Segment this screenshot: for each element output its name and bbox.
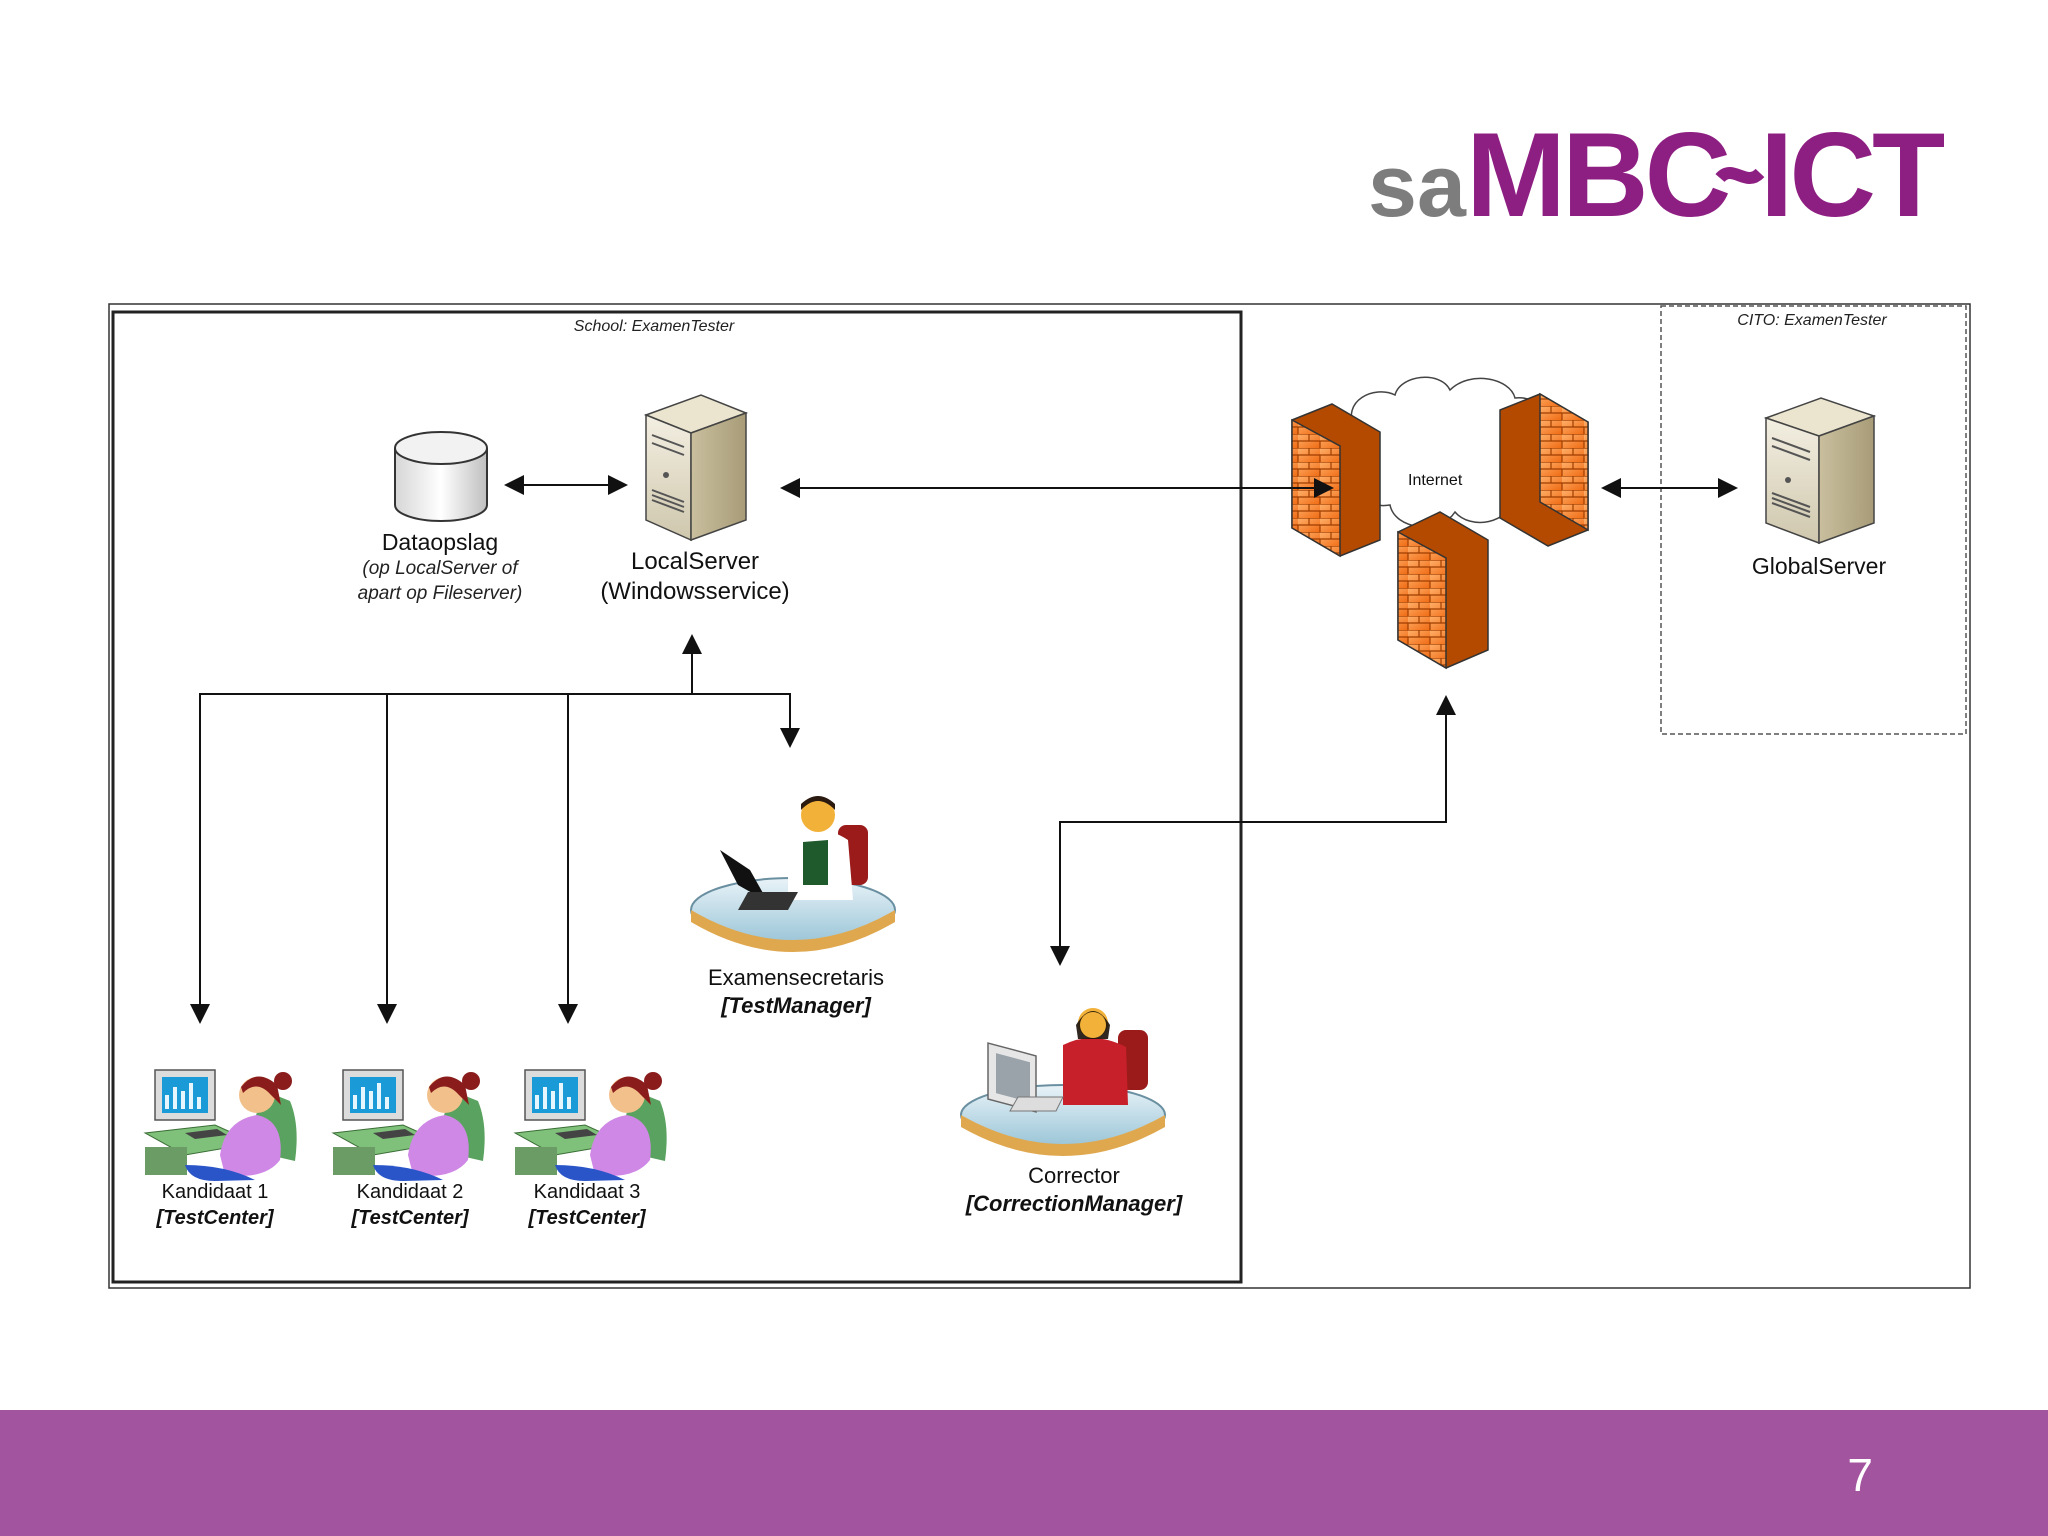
logo-prefix: sa [1368, 136, 1467, 232]
kandidaat1-label-group: Kandidaat 1 [TestCenter] [156, 1180, 273, 1232]
kandidaat-role: [TestCenter] [156, 1207, 274, 1229]
outer-frame [108, 303, 1971, 1289]
dataopslag-label-group: Dataopslag (op LocalServer of apart op F… [358, 528, 523, 606]
firewall-icon [1397, 511, 1489, 670]
corrector-label-group: Corrector [CorrectionManager] [966, 1162, 1182, 1217]
globalserver-label: GlobalServer [1751, 553, 1887, 579]
kandidaat-label: Kandidaat 2 [356, 1181, 464, 1203]
samboict-logo: sa MBC ICT [1368, 108, 1944, 232]
examensecretaris-label: Examensecretaris [707, 965, 885, 990]
database-icon [394, 431, 488, 522]
kandidaat-role: [TestCenter] [351, 1207, 469, 1229]
corrector-role: [CorrectionManager] [965, 1191, 1183, 1216]
logo-brand: MBC [1466, 108, 1729, 232]
dataopslag-sub2: apart op Fileserver) [357, 583, 523, 604]
corrector-label: Corrector [1028, 1163, 1120, 1188]
link-bus [190, 693, 800, 1024]
page-number: 7 [1847, 1449, 1873, 1501]
link-corrector-internet [1050, 695, 1456, 966]
internet-label: Internet [1408, 472, 1463, 489]
localserver-sub: (Windowsservice) [600, 578, 790, 605]
global-server-icon [1763, 397, 1877, 545]
cito-box [1660, 305, 1967, 735]
dataopslag-sub1: (op LocalServer of [362, 558, 518, 579]
corrector-person-icon [960, 1008, 1166, 1156]
localserver-label: LocalServer [630, 548, 760, 575]
firewall-icon [1291, 403, 1381, 558]
examensecretaris-role: [TestManager] [721, 993, 871, 1018]
manager-person-icon [690, 796, 896, 952]
logo-tilde [1715, 167, 1765, 184]
dataopslag-label: Dataopslag [381, 529, 499, 555]
globalserver-label-group: GlobalServer [1752, 552, 1886, 580]
cito-box-title: CITO: ExamenTester [1737, 312, 1887, 329]
kandidaat-label: Kandidaat 3 [533, 1181, 641, 1203]
connectors [190, 475, 1738, 1024]
kandidaat-label: Kandidaat 1 [161, 1181, 269, 1203]
footer-bar: 7 [0, 1410, 2048, 1536]
candidate-person-icon [143, 1069, 297, 1181]
logo-suffix: ICT [1760, 108, 1944, 232]
kandidaat-role: [TestCenter] [528, 1207, 646, 1229]
local-server-icon [643, 394, 749, 542]
firewall-icon [1499, 392, 1589, 547]
network-diagram [108, 303, 1971, 1289]
candidate-person-icon [513, 1069, 667, 1181]
examensecretaris-label-group: Examensecretaris [TestManager] [708, 964, 884, 1019]
kandidaat2-label-group: Kandidaat 2 [TestCenter] [351, 1180, 468, 1232]
candidate-person-icon [331, 1069, 485, 1181]
school-box-title: School: ExamenTester [573, 318, 735, 335]
kandidaat3-label-group: Kandidaat 3 [TestCenter] [528, 1180, 645, 1232]
localserver-label-group: LocalServer (Windowsservice) [600, 547, 789, 607]
